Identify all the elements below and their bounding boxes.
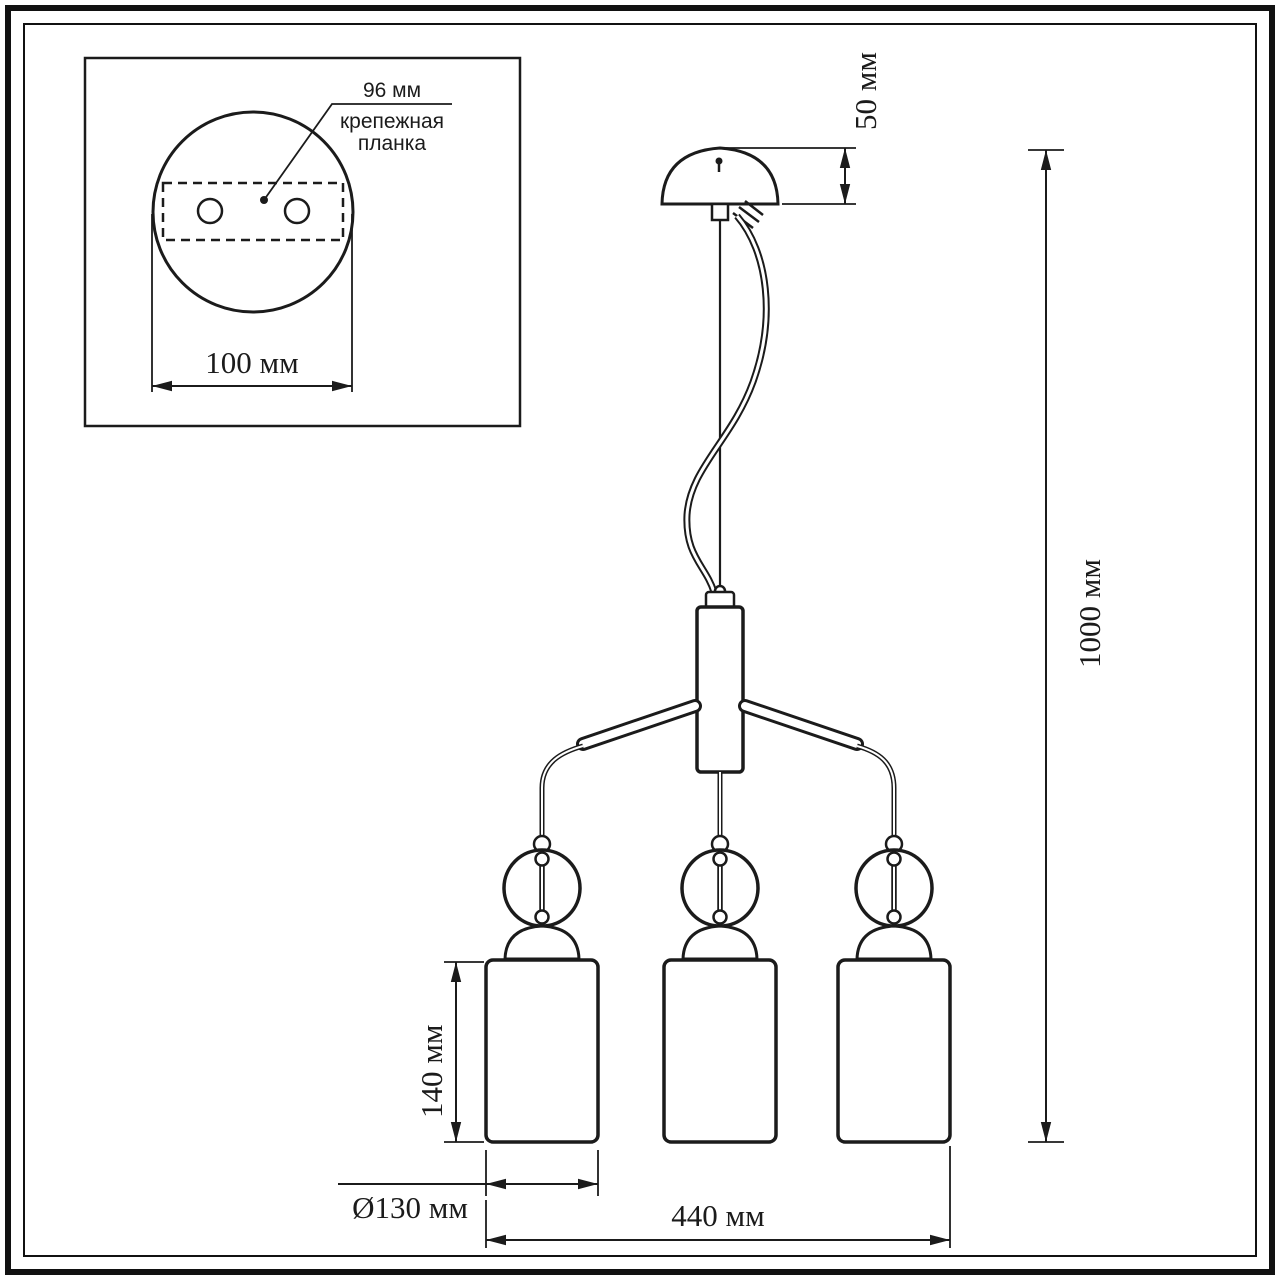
lamp-unit-left: [486, 836, 598, 1142]
arm-right: [738, 699, 897, 836]
dim-100mm-text: 100 мм: [205, 345, 298, 380]
mounting-hole-left: [196, 197, 224, 225]
chandelier-fixture: [486, 146, 950, 1142]
dim-140mm-text: 140 мм: [414, 1025, 449, 1118]
inset-box: [83, 56, 522, 428]
dim-440mm: 440 мм: [485, 1146, 951, 1248]
bracket-size-label: 96 мм: [363, 79, 421, 102]
dim-130mm: Ø130 мм: [338, 1150, 599, 1225]
page-frame: [5, 5, 1275, 1275]
lamp-unit-right: [838, 836, 950, 1142]
bracket-name-line2: планка: [358, 132, 427, 155]
dim-440mm-text: 440 мм: [671, 1198, 764, 1233]
dim-50mm: 50 мм: [726, 52, 883, 205]
dimension-annotations: 50 мм 1000 мм 140 мм Ø130 мм: [338, 52, 1107, 1248]
mounting-bracket-dashed: [161, 181, 345, 242]
dim-100mm: 100 мм: [151, 214, 353, 392]
canopy-stem: [710, 202, 730, 222]
bracket-name-line1: крепежная: [340, 110, 444, 133]
frame-outer-border: [5, 5, 1275, 1275]
dim-130mm-text: Ø130 мм: [352, 1190, 468, 1225]
dim-1000mm-text: 1000 мм: [1072, 559, 1107, 668]
dim-140mm: 140 мм: [414, 961, 484, 1143]
ceiling-cup-top-view: [151, 110, 355, 314]
center-body: [695, 605, 745, 774]
mounting-plate-inset: 96 мм крепежная планка 100 мм: [83, 56, 522, 428]
lamp-unit-center: [664, 836, 776, 1142]
ceiling-canopy: [660, 146, 780, 206]
callout-leader-line: [263, 103, 452, 201]
dim-50mm-text: 50 мм: [848, 52, 883, 130]
frame-inner-border: [23, 23, 1257, 1257]
mounting-hole-right: [283, 197, 311, 225]
arm-left: [539, 699, 702, 836]
dim-1000mm: 1000 мм: [1028, 149, 1107, 1143]
power-cord: [683, 213, 770, 594]
